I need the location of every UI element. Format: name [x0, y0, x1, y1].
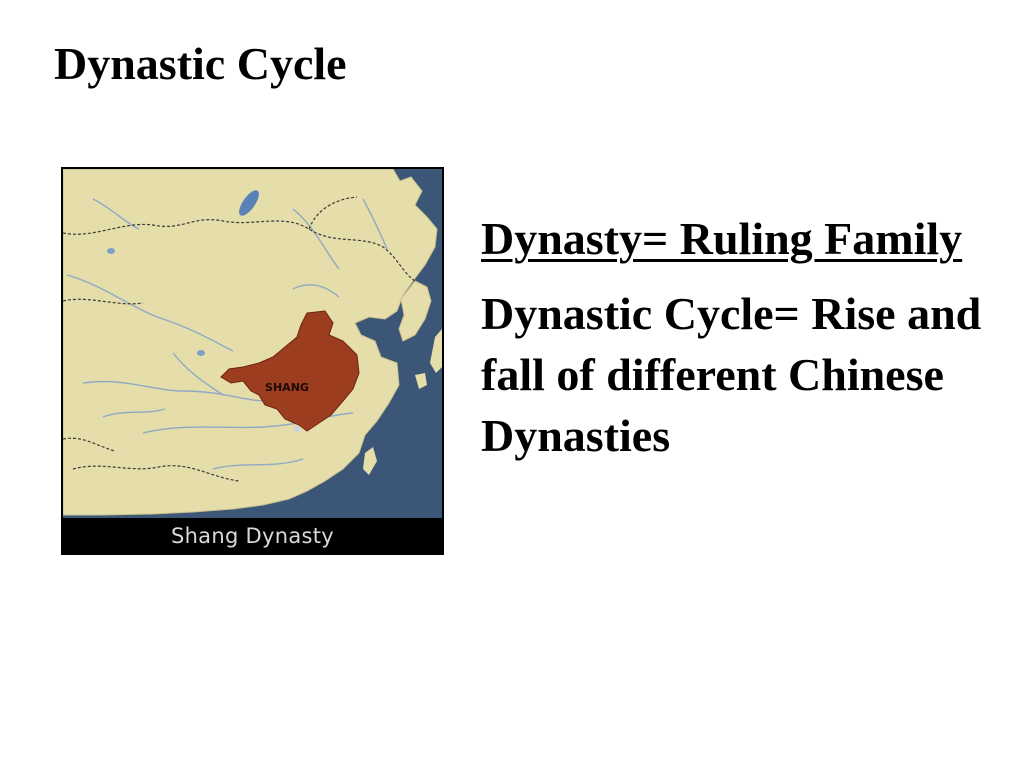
definitions-list: Dynasty= Ruling Family Dynastic Cycle= R… — [481, 208, 1001, 466]
city-marker — [294, 426, 300, 432]
island-south — [415, 373, 427, 389]
slide-title: Dynastic Cycle — [54, 38, 347, 89]
dynastic-cycle-definition: Dynastic Cycle= Rise and fall of differe… — [481, 288, 982, 461]
shang-dynasty-map: SHANG Shang Dynasty — [61, 167, 444, 555]
lake-west — [107, 248, 115, 254]
borders — [63, 196, 416, 482]
mainland — [63, 169, 438, 516]
shang-territory — [220, 310, 360, 432]
lake-center — [197, 350, 205, 356]
dynasty-definition: Dynasty= Ruling Family — [481, 213, 963, 264]
map-caption: Shang Dynasty — [170, 524, 335, 548]
island-east — [430, 329, 442, 373]
shang-region-label: SHANG — [265, 381, 309, 394]
lake-north — [239, 190, 259, 216]
peninsula — [398, 280, 432, 342]
map-illustration: SHANG — [63, 169, 442, 518]
rivers — [66, 198, 388, 470]
island-taiwan — [363, 447, 377, 475]
